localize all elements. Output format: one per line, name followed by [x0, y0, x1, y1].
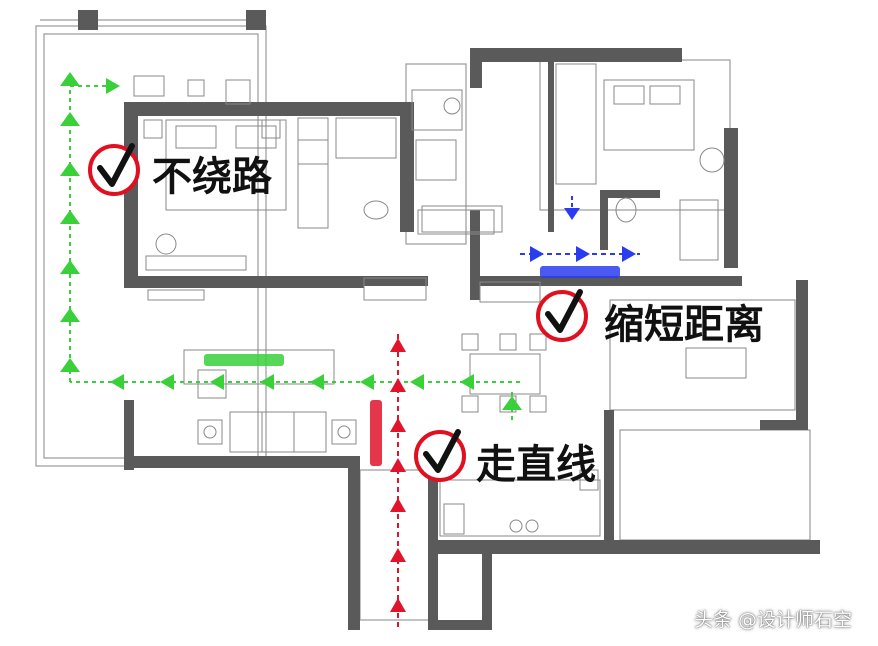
wall-south	[124, 456, 360, 468]
arrow-left-icon	[460, 374, 474, 390]
arrow-right-icon	[622, 246, 636, 262]
arrow-left-icon	[160, 374, 174, 390]
arrow-up-icon	[390, 338, 406, 352]
arrow-up-icon	[60, 308, 80, 322]
desk	[411, 89, 463, 131]
arrow-up-icon	[60, 358, 80, 372]
arrow-right-icon	[530, 246, 544, 262]
corner-post	[246, 10, 266, 30]
wall-north-top	[470, 48, 682, 62]
chair	[155, 233, 177, 255]
arrow-up-icon	[60, 162, 80, 176]
north-bed	[603, 79, 695, 151]
sofa	[229, 411, 327, 453]
toilet	[363, 200, 389, 220]
arrow-left-icon	[260, 374, 274, 390]
corner-post	[78, 10, 98, 30]
blue-route	[520, 196, 640, 278]
wall-living-left	[124, 400, 134, 470]
arrow-up-icon	[390, 598, 406, 612]
arrow-up-icon	[60, 72, 80, 86]
red-label-bar	[370, 400, 382, 466]
arrow-left-icon	[360, 374, 374, 390]
arrow-up-icon	[390, 418, 406, 432]
callout-no-detour: 不绕路	[88, 143, 273, 200]
arrow-left-icon	[210, 374, 224, 390]
green-label-bar	[204, 354, 284, 366]
arrow-right-icon	[576, 246, 590, 262]
callout-straight-line: 走直线	[414, 429, 596, 488]
arrow-up-icon	[502, 396, 522, 410]
walls	[78, 10, 820, 630]
green-arrows	[60, 72, 522, 410]
check-mark-icon	[545, 289, 583, 333]
study-outline	[405, 63, 467, 245]
master-bed	[165, 119, 287, 211]
arrow-left-icon	[410, 374, 424, 390]
wall-master-bottom	[124, 276, 364, 288]
wall-master-right	[400, 102, 414, 232]
watermark: 头条 @设计师石空	[693, 609, 852, 631]
red-route	[370, 334, 406, 630]
blue-label-bar	[540, 266, 620, 278]
arrow-up-icon	[60, 112, 80, 126]
kitchen-counter	[439, 479, 601, 537]
callout-text-no-detour: 不绕路	[152, 154, 273, 200]
wall-kitchen-bottom	[428, 540, 618, 554]
arrow-left-icon	[310, 374, 324, 390]
check-mark-icon	[97, 143, 135, 187]
arrow-down-icon	[564, 208, 580, 220]
dining-table	[469, 353, 541, 395]
arrow-left-icon	[110, 374, 124, 390]
arrow-up-icon	[390, 548, 406, 562]
wall-master-top	[124, 102, 414, 116]
arrow-right-icon	[106, 78, 120, 94]
wall-east-top	[598, 276, 742, 286]
callout-shorten-distance: 缩短距离	[536, 289, 764, 348]
arrow-up-icon	[390, 498, 406, 512]
green-path-balcony	[69, 85, 118, 382]
arrow-up-icon	[390, 458, 406, 472]
arrow-up-icon	[60, 210, 80, 224]
arrow-up-icon	[390, 378, 406, 392]
arrow-up-icon	[60, 260, 80, 274]
wall-corridor-left	[348, 456, 360, 630]
tv-unit	[183, 349, 335, 385]
callout-text-shorten-distance: 缩短距离	[604, 302, 764, 348]
furniture	[133, 63, 747, 537]
callout-text-straight-line: 走直线	[476, 442, 596, 488]
wall-north-right	[724, 128, 738, 268]
check-mark-icon	[423, 429, 461, 473]
